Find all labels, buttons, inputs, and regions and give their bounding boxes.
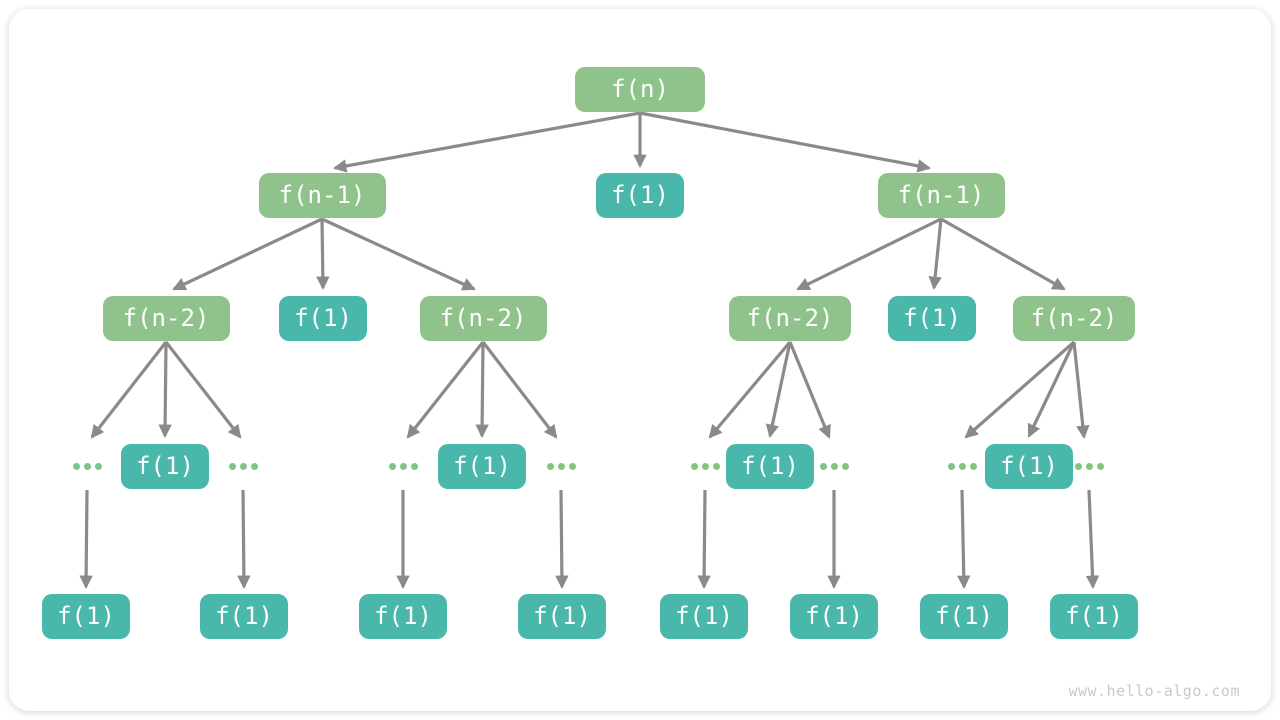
- ellipsis-dot-icon: [399, 462, 407, 470]
- ellipsis-node-l4-dots-2: [228, 444, 258, 489]
- node-label: f(1): [1065, 602, 1123, 630]
- node-label: f(n): [611, 75, 669, 103]
- ellipsis-dot-icon: [388, 462, 396, 470]
- tree-node-l2-right: f(n-1): [877, 172, 1005, 218]
- ellipsis-node-l4-dots-3: [388, 444, 418, 489]
- ellipsis-dot-icon: [841, 462, 849, 470]
- ellipsis-dot-icon: [557, 462, 565, 470]
- node-label: f(1): [741, 452, 799, 480]
- ellipsis-dot-icon: [969, 462, 977, 470]
- ellipsis-dot-icon: [72, 462, 80, 470]
- tree-node-l4-f1-4: f(1): [985, 443, 1073, 489]
- ellipsis-dot-icon: [239, 462, 247, 470]
- node-label: f(1): [533, 602, 591, 630]
- ellipsis-dot-icon: [819, 462, 827, 470]
- node-label: f(1): [675, 602, 733, 630]
- ellipsis-dot-icon: [1096, 462, 1104, 470]
- ellipsis-dot-icon: [712, 462, 720, 470]
- tree-node-l5-7: f(1): [920, 593, 1008, 639]
- ellipsis-node-l4-dots-5: [690, 444, 720, 489]
- tree-node-l5-6: f(1): [790, 593, 878, 639]
- ellipsis-dot-icon: [250, 462, 258, 470]
- node-label: f(1): [136, 452, 194, 480]
- node-label: f(n-2): [1030, 304, 1118, 332]
- tree-node-l5-1: f(1): [42, 593, 130, 639]
- ellipsis-node-l4-dots-7: [947, 444, 977, 489]
- watermark-text: www.hello-algo.com: [1068, 682, 1240, 700]
- ellipsis-dot-icon: [94, 462, 102, 470]
- node-label: f(1): [611, 181, 669, 209]
- tree-node-l3-1: f(n-2): [102, 295, 230, 341]
- tree-node-l3-6: f(n-2): [1013, 295, 1135, 341]
- tree-node-l5-4: f(1): [518, 593, 606, 639]
- node-label: f(n-2): [439, 304, 527, 332]
- ellipsis-dot-icon: [1074, 462, 1082, 470]
- node-label: f(1): [453, 452, 511, 480]
- ellipsis-dot-icon: [546, 462, 554, 470]
- ellipsis-dot-icon: [410, 462, 418, 470]
- node-label: f(1): [935, 602, 993, 630]
- node-label: f(1): [215, 602, 273, 630]
- node-label: f(n-2): [746, 304, 834, 332]
- node-label: f(n-1): [278, 181, 366, 209]
- tree-node-root: f(n): [575, 66, 705, 112]
- ellipsis-dot-icon: [701, 462, 709, 470]
- ellipsis-dot-icon: [830, 462, 838, 470]
- tree-node-l5-3: f(1): [359, 593, 447, 639]
- ellipsis-dot-icon: [83, 462, 91, 470]
- ellipsis-node-l4-dots-6: [819, 444, 849, 489]
- tree-node-l2-mid: f(1): [596, 172, 684, 218]
- ellipsis-dot-icon: [568, 462, 576, 470]
- tree-node-l5-2: f(1): [200, 593, 288, 639]
- node-label: f(1): [294, 304, 352, 332]
- ellipsis-dot-icon: [1085, 462, 1093, 470]
- node-label: f(n-1): [897, 181, 985, 209]
- ellipsis-node-l4-dots-1: [72, 444, 102, 489]
- node-label: f(1): [805, 602, 863, 630]
- node-label: f(1): [374, 602, 432, 630]
- tree-node-l3-2: f(1): [279, 295, 367, 341]
- node-label: f(1): [57, 602, 115, 630]
- node-label: f(1): [1000, 452, 1058, 480]
- ellipsis-node-l4-dots-4: [546, 444, 576, 489]
- tree-node-l5-8: f(1): [1050, 593, 1138, 639]
- tree-node-l2-left: f(n-1): [258, 172, 386, 218]
- tree-node-l3-5: f(1): [888, 295, 976, 341]
- ellipsis-dot-icon: [690, 462, 698, 470]
- ellipsis-dot-icon: [958, 462, 966, 470]
- ellipsis-node-l4-dots-8: [1074, 444, 1104, 489]
- ellipsis-dot-icon: [947, 462, 955, 470]
- tree-node-l4-f1-1: f(1): [121, 443, 209, 489]
- tree-node-l4-f1-3: f(1): [726, 443, 814, 489]
- tree-node-l3-4: f(n-2): [729, 295, 851, 341]
- node-label: f(1): [903, 304, 961, 332]
- node-label: f(n-2): [122, 304, 210, 332]
- tree-node-l3-3: f(n-2): [419, 295, 547, 341]
- tree-node-l4-f1-2: f(1): [438, 443, 526, 489]
- tree-node-l5-5: f(1): [660, 593, 748, 639]
- ellipsis-dot-icon: [228, 462, 236, 470]
